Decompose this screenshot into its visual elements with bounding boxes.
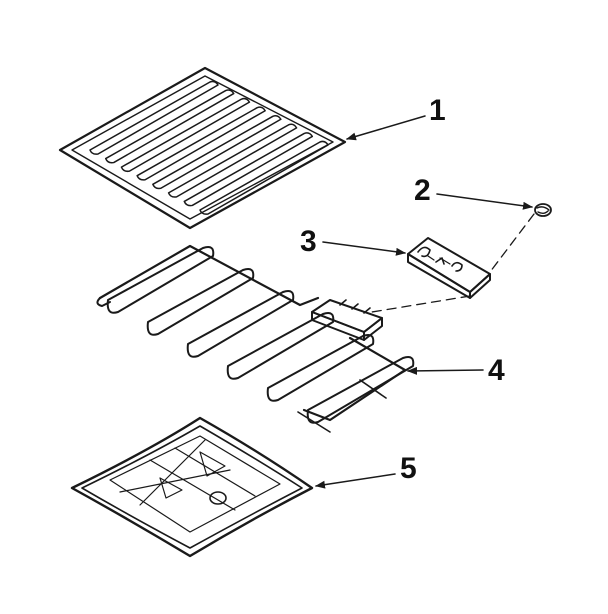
screw — [534, 203, 552, 217]
element-coil — [266, 334, 375, 402]
broil-pan-grid — [58, 66, 347, 230]
grid-slot — [104, 89, 235, 164]
grid-slot — [183, 132, 314, 207]
callout-number-2: 2 — [414, 174, 431, 207]
terminal-block — [407, 237, 491, 299]
callout-number-4: 4 — [488, 354, 505, 387]
callout-number-5: 5 — [400, 452, 417, 485]
grid-slot — [120, 97, 251, 173]
grid-slot — [136, 106, 266, 181]
grid-slot — [199, 140, 329, 215]
leader-lines — [315, 115, 533, 489]
element-coil — [226, 312, 335, 380]
bake-element — [96, 244, 415, 433]
callout-number-3: 3 — [300, 225, 317, 258]
element-coils — [106, 246, 415, 424]
broil-pan — [70, 416, 314, 558]
grid-slot — [152, 114, 282, 190]
element-coil — [146, 268, 255, 336]
callout-number-1: 1 — [429, 94, 446, 127]
element-bracket — [311, 299, 383, 341]
grid-slots — [89, 80, 329, 215]
grid-slot — [167, 123, 298, 198]
element-coil — [106, 246, 215, 314]
grid-slot — [89, 80, 219, 155]
element-coil — [186, 290, 295, 358]
